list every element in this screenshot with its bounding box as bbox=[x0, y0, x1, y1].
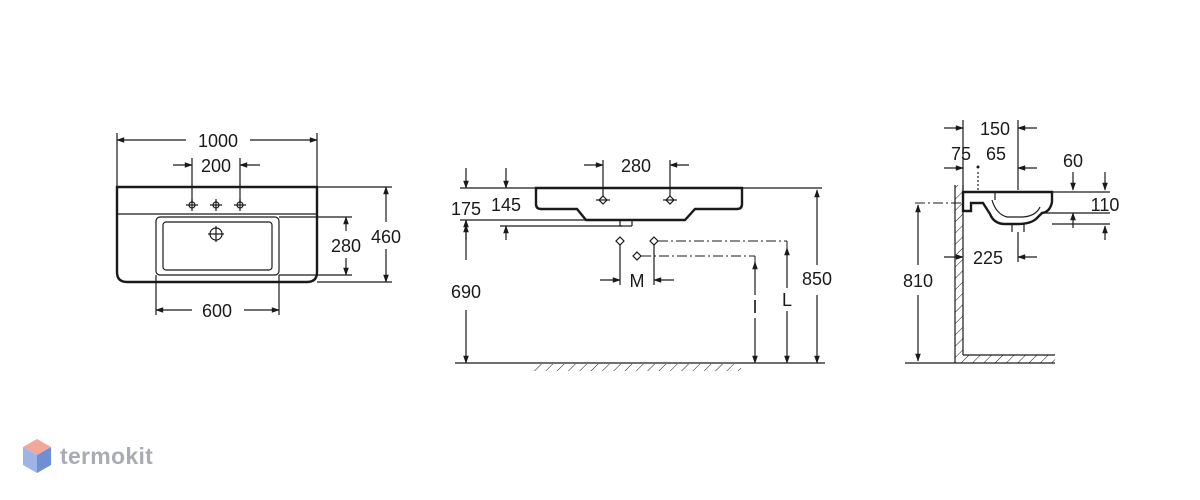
front-view: 1000 200 600 280 460 bbox=[115, 131, 401, 321]
dim-145: 145 bbox=[491, 195, 521, 215]
basin-side-profile bbox=[534, 186, 744, 222]
brand-logo: termokit bbox=[22, 436, 153, 476]
label-i: I bbox=[752, 297, 757, 317]
label-l: L bbox=[782, 290, 792, 310]
dim-60: 60 bbox=[1063, 151, 1083, 171]
dim-tap-spacing: 200 bbox=[201, 156, 231, 176]
section-floor bbox=[905, 354, 1055, 364]
dim-75: 75 bbox=[951, 144, 971, 164]
dim-height-690: 690 bbox=[451, 282, 481, 302]
floor-line bbox=[455, 362, 825, 371]
dim-175: 175 bbox=[451, 199, 481, 219]
bowl-outline bbox=[155, 216, 280, 276]
drain-icon bbox=[208, 226, 224, 242]
dim-bowl-width: 600 bbox=[202, 301, 232, 321]
dim-bowl-depth: 280 bbox=[331, 236, 361, 256]
logo-cube-icon bbox=[23, 439, 51, 473]
side-view: 280 175 145 690 850 bbox=[451, 156, 832, 371]
side-hole-right bbox=[663, 195, 677, 205]
dim-150: 150 bbox=[980, 119, 1010, 139]
dim-225: 225 bbox=[973, 248, 1003, 268]
brand-name: termokit bbox=[60, 442, 154, 469]
dim-side-hole-spacing: 280 bbox=[621, 156, 651, 176]
dim-overall-width: 1000 bbox=[198, 131, 238, 151]
dim-overall-depth: 460 bbox=[371, 227, 401, 247]
dim-110: 110 bbox=[1091, 195, 1120, 215]
basin-section bbox=[961, 190, 1054, 226]
connection-point-upper bbox=[649, 236, 659, 246]
wall bbox=[954, 185, 964, 363]
side-hole-left bbox=[596, 195, 610, 205]
connection-point-lower bbox=[632, 251, 642, 261]
tap-hole-center bbox=[210, 199, 222, 211]
dim-height-810: 810 bbox=[903, 271, 933, 291]
connection-point-left bbox=[615, 236, 625, 246]
dim-height-850: 850 bbox=[802, 269, 832, 289]
dim-65: 65 bbox=[986, 144, 1006, 164]
section-view: 150 75 65 60 110 225 810 bbox=[903, 119, 1120, 364]
label-m: M bbox=[630, 271, 645, 291]
